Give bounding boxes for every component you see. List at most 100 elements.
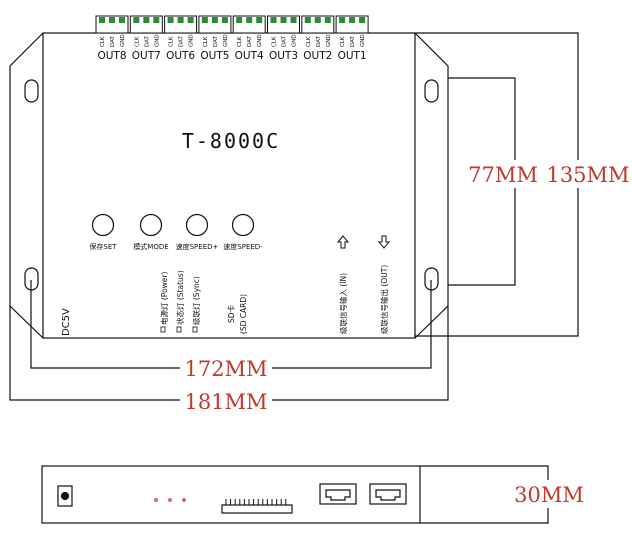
terminal-screw-icon [314, 17, 321, 23]
sd-card-line2: (SD CARD) [239, 294, 248, 334]
button-label: 保存SET [89, 242, 117, 251]
pin-label: DAT [179, 36, 185, 47]
button-circle-icon [231, 213, 255, 237]
button-2: 模式MODE [133, 213, 169, 251]
cascade-in-label: 级联信号输入 (IN) [338, 273, 348, 334]
terminal-screw-icon [143, 17, 150, 23]
pin-label: CLK [169, 36, 175, 47]
pin-label: GND [257, 34, 263, 47]
terminal-screw-icon [359, 17, 366, 23]
sd-card-line1: SD卡 [226, 304, 236, 323]
pin-label: DAT [213, 36, 219, 47]
terminal-screw-icon [236, 17, 243, 23]
led-icon [182, 498, 186, 502]
pin-label: CLK [100, 36, 106, 47]
pin-label: CLK [237, 36, 243, 47]
terminal-block-out1: CLK DAT GND OUT1 [335, 15, 369, 62]
indicator-label: 电源灯 (Power) [159, 272, 169, 325]
dim-30-label: 30MM [514, 483, 584, 507]
terminal-block-out6: CLK DAT GND OUT6 [164, 15, 198, 62]
dimension-text-backgrounds [180, 160, 628, 508]
terminal-screw-icon [119, 17, 125, 23]
pin-label: CLK [272, 36, 278, 47]
dim-77-label: 77MM [468, 163, 538, 187]
rj45-port-out [369, 483, 407, 505]
down-arrow-icon [377, 235, 391, 249]
indicator-labels: 电源灯 (Power) 状态灯 (Status) 级联灯 (Sync) [159, 270, 201, 333]
dim-181-label: 181MM [184, 390, 267, 414]
pin-label: CLK [134, 36, 140, 47]
slot-top-right [424, 79, 439, 103]
indicator-label: 级联灯 (Sync) [191, 276, 201, 325]
pin-label: DAT [247, 36, 253, 47]
output-label: OUT4 [235, 50, 264, 62]
pin-label: GND [189, 34, 195, 47]
output-label: OUT8 [97, 50, 126, 62]
pin-label: CLK [340, 36, 346, 47]
led-icon [168, 498, 172, 502]
pin-label: GND [326, 34, 332, 47]
pin-label: DAT [350, 36, 356, 47]
mounting-slots [24, 79, 439, 291]
terminal-block-out8: CLK DAT GND OUT8 [95, 15, 129, 62]
output-label: OUT5 [200, 50, 229, 62]
slot-top-left [24, 79, 39, 103]
cascade-in: 级联信号输入 (IN) [336, 235, 350, 334]
terminal-screw-icon [153, 17, 160, 23]
device-body [42, 32, 416, 339]
pin-label: GND [360, 34, 366, 47]
indicator-3: 级联灯 (Sync) [191, 276, 201, 333]
indicator-1: 电源灯 (Power) [159, 272, 169, 333]
pin-label: GND [120, 34, 126, 47]
power-label: DC5V [61, 308, 72, 336]
button-label: 速度SPEED+ [176, 242, 219, 251]
indicator-label: 状态灯 (Status) [175, 270, 185, 325]
dimension-labels: 77MM 135MM 172MM 181MM 30MM [184, 163, 629, 507]
terminal-screw-icon [280, 17, 287, 23]
pin-label: DAT [110, 36, 116, 47]
pin-label: CLK [306, 36, 312, 47]
sd-card-slot [221, 504, 293, 514]
button-label: 模式MODE [133, 242, 168, 251]
terminal-screw-icon [109, 17, 115, 23]
side-view [41, 465, 421, 524]
output-label: OUT2 [303, 50, 332, 62]
terminal-screw-icon [339, 17, 346, 23]
side-leds [154, 498, 186, 502]
button-3: 速度SPEED+ [176, 213, 219, 251]
cascade-out-label: 级联信号输出 (OUT) [379, 265, 389, 334]
rj45-port-in [319, 483, 357, 505]
output-label: OUT7 [132, 50, 161, 62]
terminal-screw-icon [211, 17, 218, 23]
indicator-led-icon [160, 326, 166, 333]
pin-label: DAT [282, 36, 288, 47]
terminal-screw-icon [246, 17, 253, 23]
model-name: T-8000C [182, 129, 280, 153]
terminal-screw-icon [187, 17, 194, 23]
terminal-screw-icon [290, 17, 297, 23]
pin-label: DAT [144, 36, 150, 47]
button-circle-icon [139, 213, 163, 237]
sd-slot-pins [225, 499, 287, 505]
terminal-screw-icon [167, 17, 174, 23]
side-body [41, 465, 421, 524]
indicator-led-icon [192, 326, 198, 333]
up-arrow-icon [336, 235, 350, 249]
output-label: OUT6 [166, 50, 195, 62]
output-label: OUT3 [269, 50, 298, 62]
indicator-led-icon [176, 326, 182, 333]
terminal-screw-icon [349, 17, 356, 23]
terminal-screw-icon [221, 17, 228, 23]
terminal-screw-icon [324, 17, 331, 23]
terminal-block-out4: CLK DAT GND OUT4 [232, 15, 266, 62]
dimension-lines [9, 32, 579, 524]
output-label: OUT1 [338, 50, 367, 62]
